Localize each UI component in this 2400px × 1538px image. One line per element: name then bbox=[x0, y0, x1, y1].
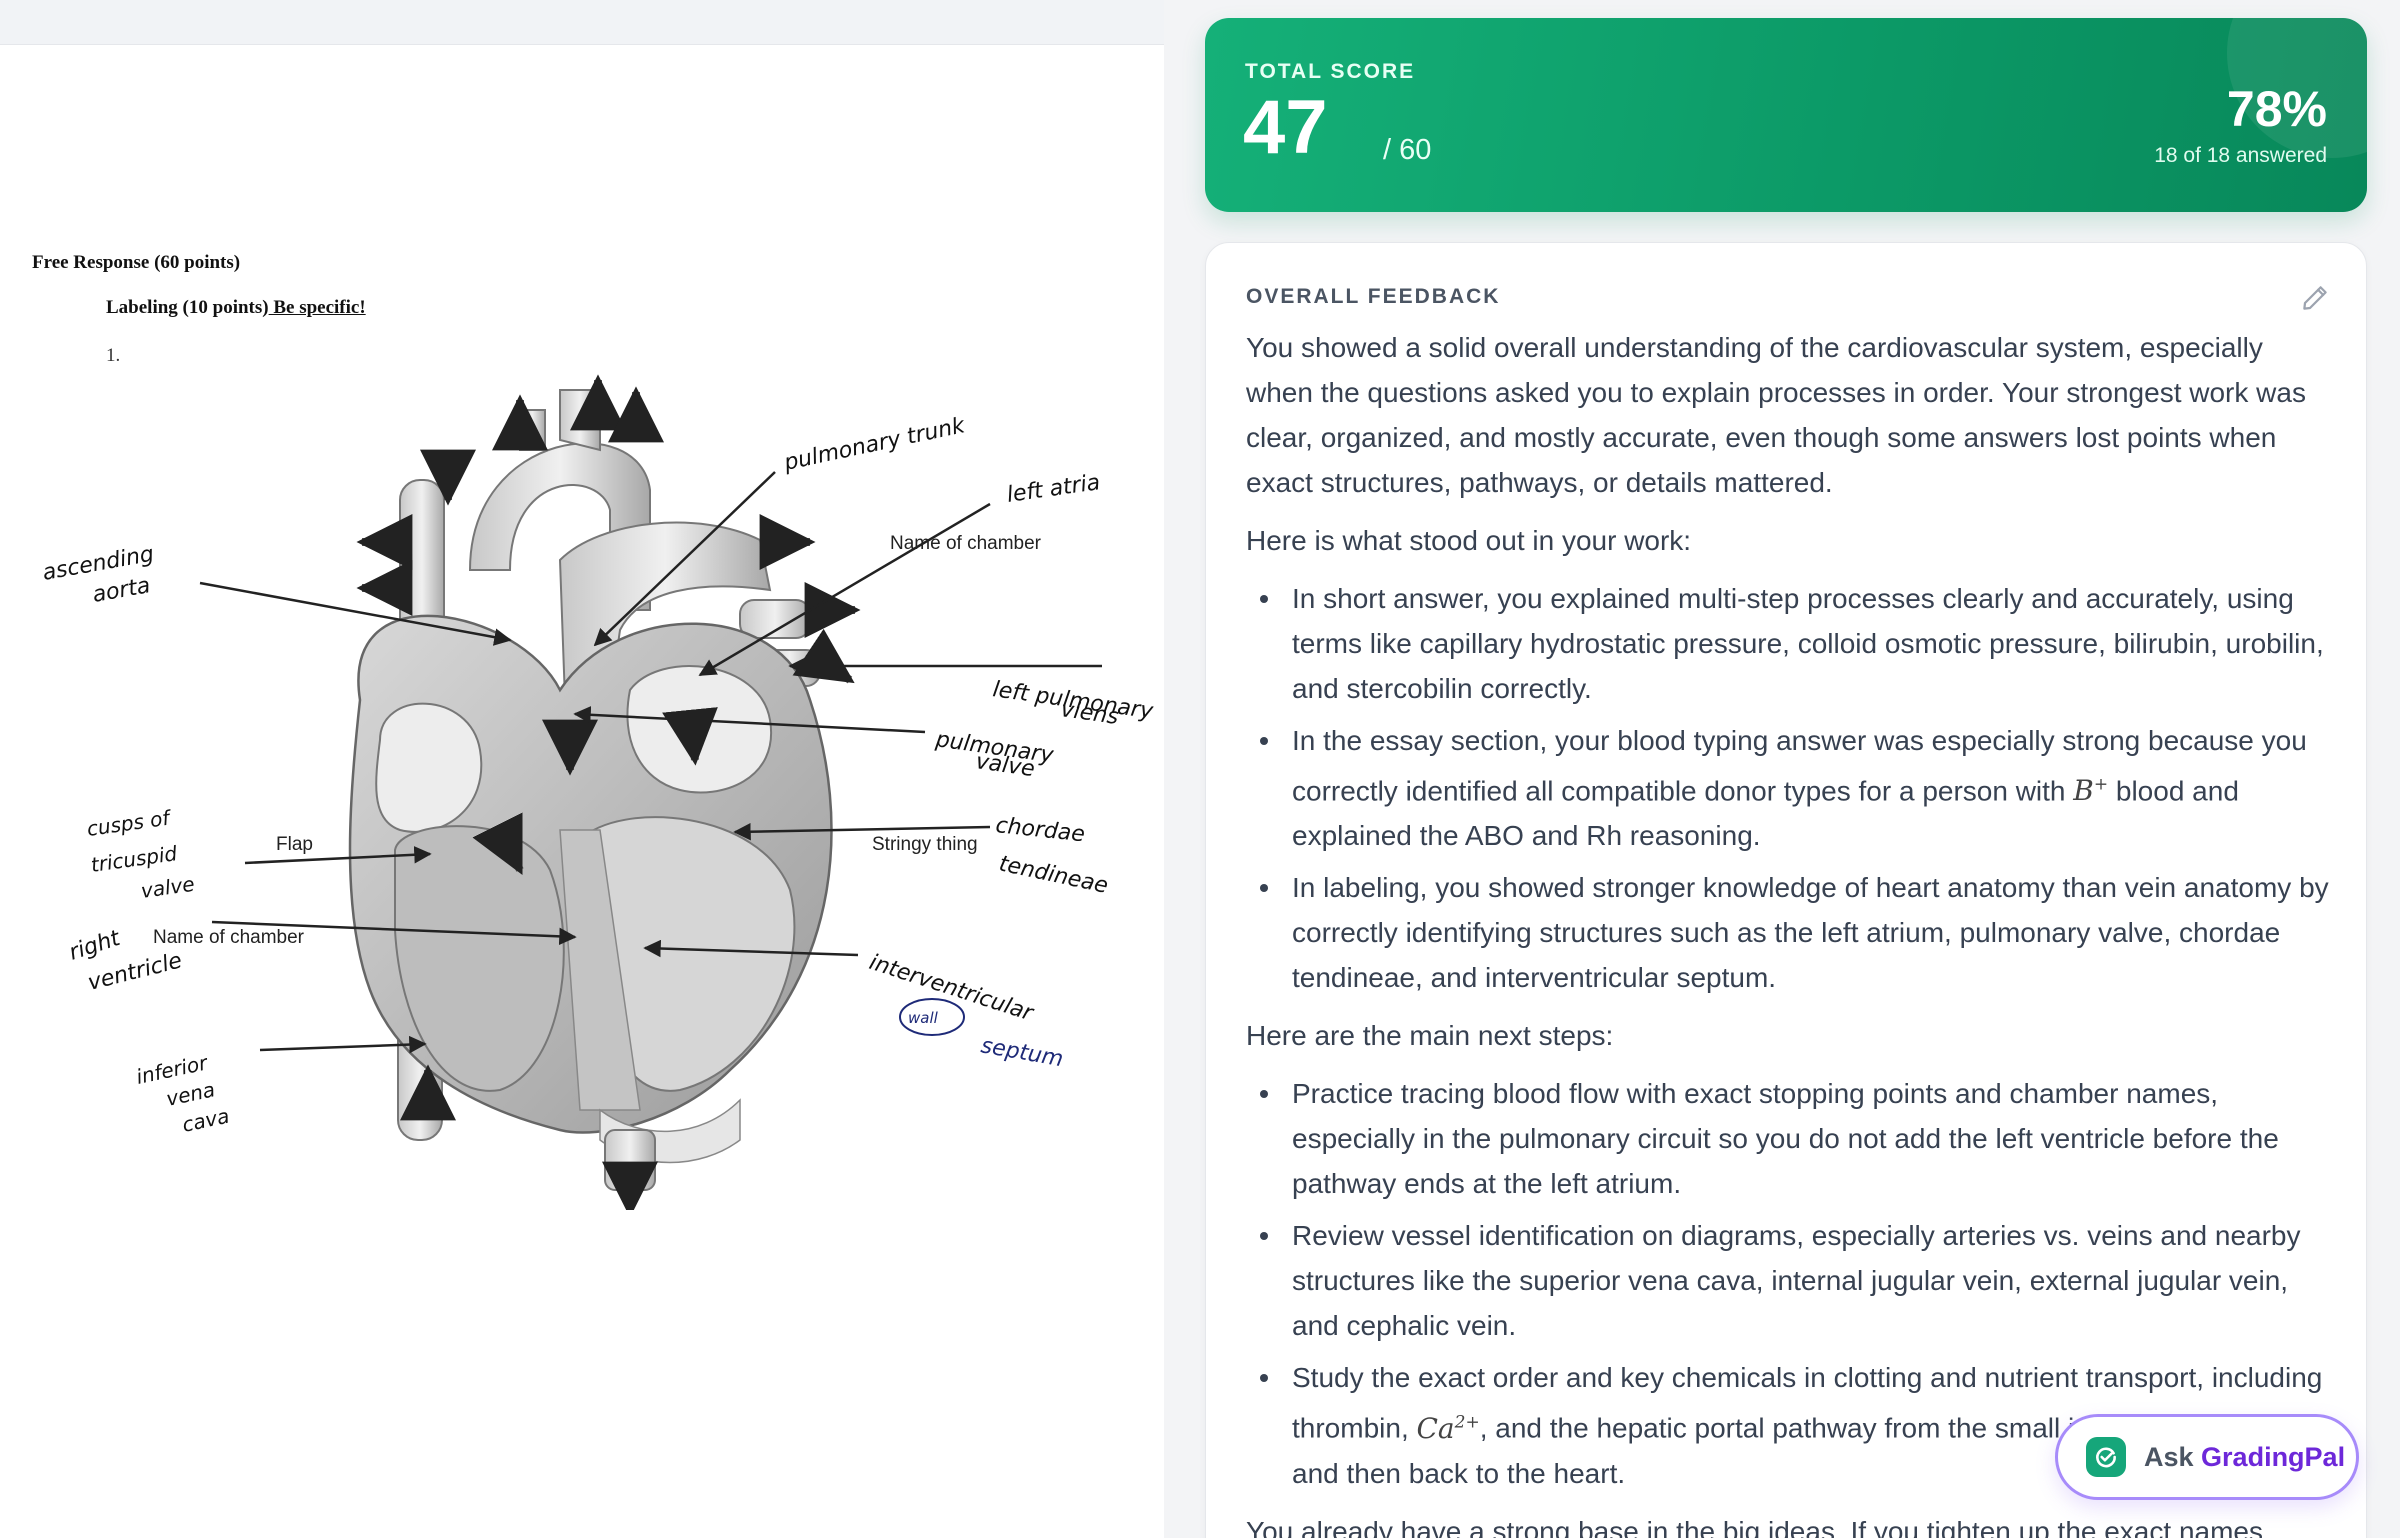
answered-count: 18 of 18 answered bbox=[2154, 144, 2327, 167]
ask-button-label: Ask GradingPal bbox=[2144, 1441, 2346, 1472]
hw-chordae: chordae bbox=[994, 813, 1086, 847]
hw-aorta: aorta bbox=[91, 573, 153, 608]
ask-gradingpal-button[interactable]: Ask GradingPal bbox=[2055, 1414, 2359, 1500]
hw-pulmonary-trunk: pulmonary trunk bbox=[781, 413, 968, 476]
math-b-positive: B+ bbox=[2073, 774, 2109, 808]
total-score-card: TOTAL SCORE 47 / 60 78% 18 of 18 answere… bbox=[1205, 18, 2367, 212]
feedback-body: You showed a solid overall understanding… bbox=[1246, 325, 2336, 1538]
document-toolbar bbox=[0, 0, 1164, 45]
heart-diagram: Name of chamber Flap Name of chamber Str… bbox=[41, 374, 1155, 1210]
hw-interventricular: interventricular bbox=[866, 950, 1037, 1027]
label-name-of-chamber-bottom: Name of chamber bbox=[153, 927, 305, 948]
score-label: TOTAL SCORE bbox=[1245, 60, 1416, 83]
leader-lines bbox=[199, 471, 1102, 1054]
gradingpal-logo-icon bbox=[2086, 1437, 2126, 1477]
math-calcium: Ca2+ bbox=[1416, 1411, 1480, 1445]
feedback-closing: You already have a strong base in the bi… bbox=[1246, 1515, 2263, 1538]
hw-cusps-of: cusps of bbox=[85, 805, 173, 841]
overall-feedback-card: OVERALL FEEDBACK You showed a solid over… bbox=[1205, 242, 2367, 1538]
hw-vena: vena bbox=[164, 1077, 217, 1111]
strengths-heading: Here is what stood out in your work: bbox=[1246, 525, 1692, 556]
hw-valve-cusps: valve bbox=[139, 872, 196, 903]
score-percent: 78% bbox=[2226, 81, 2327, 137]
hw-cava: cava bbox=[180, 1104, 231, 1137]
edit-pencil-icon[interactable] bbox=[2300, 283, 2330, 313]
list-item: Practice tracing blood flow with exact s… bbox=[1246, 1071, 2336, 1206]
score-points: 47 bbox=[1243, 85, 1328, 170]
list-item: In the essay section, your blood typing … bbox=[1246, 718, 2336, 858]
heart-illustration bbox=[348, 374, 861, 1210]
list-item: Review vessel identification on diagrams… bbox=[1246, 1213, 2336, 1348]
hw-left-atria: left atria bbox=[1005, 470, 1101, 508]
score-denominator: / 60 bbox=[1383, 134, 1432, 166]
feedback-intro: You showed a solid overall understanding… bbox=[1246, 332, 2306, 498]
question-number: 1. bbox=[106, 345, 121, 366]
document-heading: Free Response (60 points) bbox=[32, 252, 241, 273]
next-steps-heading: Here are the main next steps: bbox=[1246, 1020, 1614, 1052]
document-subheading: Labeling (10 points) Be specific! bbox=[106, 297, 366, 318]
list-item: In short answer, you explained multi-ste… bbox=[1246, 576, 2336, 711]
label-name-of-chamber-top: Name of chamber bbox=[890, 533, 1042, 554]
hw-septum: septum bbox=[979, 1033, 1065, 1072]
feedback-label: OVERALL FEEDBACK bbox=[1246, 285, 1501, 308]
hw-wall-circle bbox=[899, 998, 965, 1036]
strengths-list: In short answer, you explained multi-ste… bbox=[1246, 576, 2336, 1000]
document-viewer[interactable]: Free Response (60 points) Labeling (10 p… bbox=[0, 0, 1164, 1538]
list-item: In labeling, you showed stronger knowled… bbox=[1246, 865, 2336, 1000]
hw-right: right bbox=[66, 926, 124, 966]
hw-tricuspid: tricuspid bbox=[89, 841, 178, 877]
label-flap: Flap bbox=[276, 834, 313, 855]
grading-panel: TOTAL SCORE 47 / 60 78% 18 of 18 answere… bbox=[1165, 0, 2400, 1538]
label-stringy-thing: Stringy thing bbox=[872, 834, 978, 855]
hw-tendineae: tendineae bbox=[997, 851, 1110, 898]
hw-wall: wall bbox=[908, 1009, 939, 1027]
